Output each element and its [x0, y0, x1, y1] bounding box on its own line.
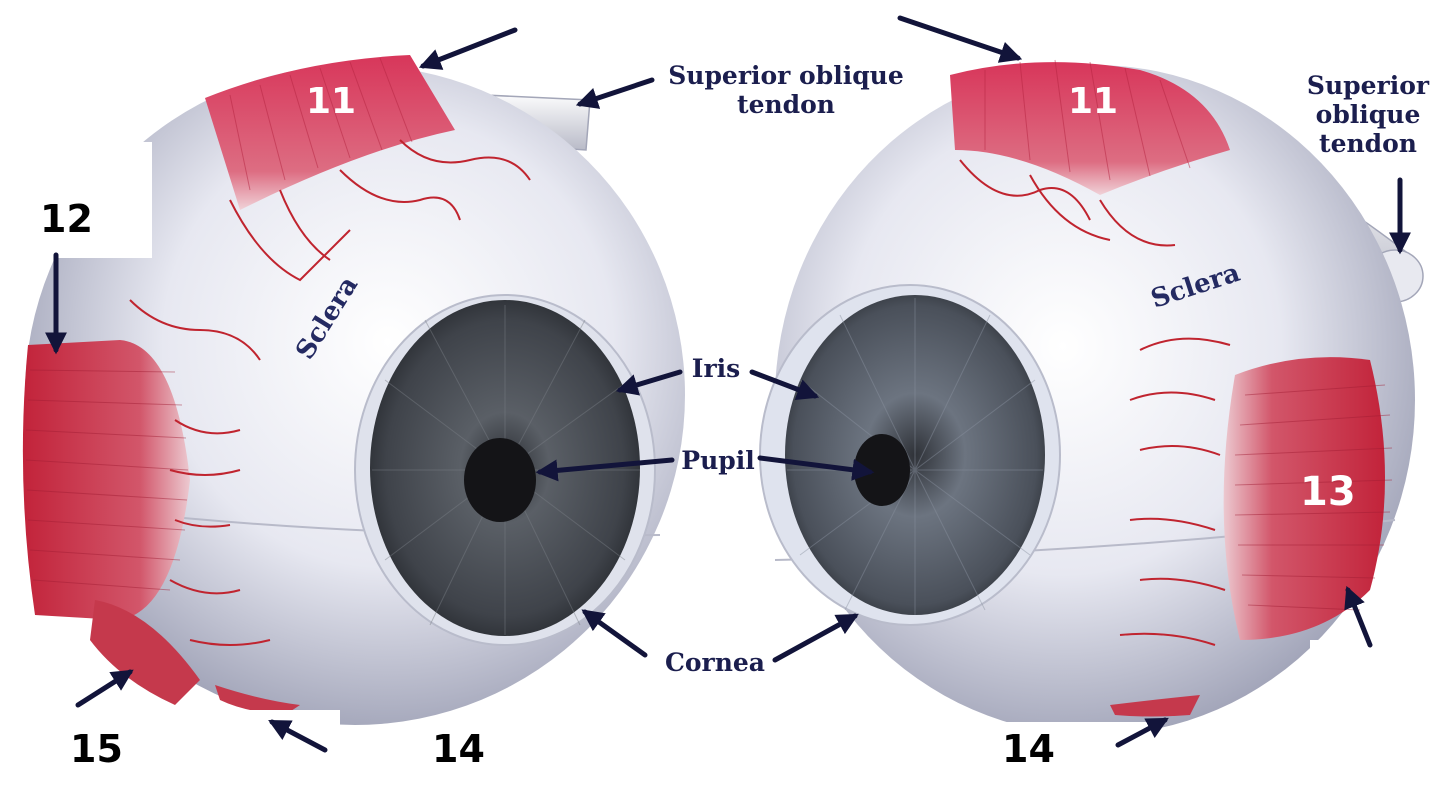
- number-12: 12: [40, 197, 93, 241]
- number-11-right: 11: [1068, 81, 1119, 122]
- left-inferior-rectus-muscle: [215, 685, 300, 715]
- superior-oblique-tendon-label-right: Superior oblique tendon: [1298, 71, 1438, 158]
- number-15: 15: [70, 727, 123, 771]
- bottom-right-box: [760, 722, 1160, 792]
- arrow-15: [75, 669, 134, 708]
- right-top-muscle-fibers: [984, 59, 1191, 181]
- iris-label: Iris: [691, 354, 741, 383]
- superior-oblique-tendon-right-line2: oblique: [1315, 99, 1421, 129]
- number-13: 13: [1300, 469, 1356, 515]
- left-eye: [22, 55, 685, 725]
- right-inferior-rectus-muscle: [1110, 695, 1200, 717]
- number-11-left: 11: [306, 81, 357, 122]
- cornea-label: Cornea: [664, 648, 766, 677]
- right-side-muscle-fibers: [1234, 384, 1393, 611]
- arrow-left-iris: [615, 369, 683, 396]
- number-14-right: 14: [1002, 727, 1055, 771]
- arrow-left-14: [268, 719, 328, 753]
- right-pupil-shape: [854, 434, 910, 506]
- left-vessels: [129, 139, 531, 646]
- arrow-right-iris: [749, 369, 820, 401]
- right-eye: [759, 59, 1424, 735]
- bottom-center-box: [350, 735, 690, 792]
- arrow-right-pupil: [757, 455, 875, 481]
- arrow-left-pupil: [535, 457, 675, 482]
- number-14-left: 14: [432, 727, 485, 771]
- left-inferior-oblique-muscle: [90, 600, 200, 705]
- arrow-left-tendon: [575, 77, 655, 109]
- arrow-13: [1344, 585, 1373, 648]
- left-top-muscle-fibers: [229, 57, 413, 191]
- pointer-arrows: [44, 15, 1412, 753]
- left-lateral-rectus-muscle: [22, 340, 191, 620]
- right-iris-shape: [785, 295, 1045, 615]
- left-side-muscle-fibers: [25, 369, 189, 591]
- arrow-right-cornea: [772, 613, 859, 663]
- right-lateral-rectus-muscle: [1223, 357, 1385, 640]
- left-pupil-shape: [464, 438, 536, 522]
- arrow-left-top-muscle: [418, 27, 518, 70]
- top-blank-box: [520, 0, 900, 34]
- superior-oblique-tendon-left-line2: tendon: [737, 89, 835, 119]
- superior-oblique-tendon-label-left: Superior oblique tendon: [656, 61, 916, 120]
- right-corner-box: [1310, 640, 1440, 792]
- superior-oblique-tendon-right-line1: Superior: [1306, 71, 1430, 100]
- right-superior-rectus-muscle: [950, 62, 1230, 195]
- arrow-right-14: [1115, 717, 1169, 748]
- right-vessels: [959, 159, 1231, 646]
- left-superior-rectus-muscle: [205, 55, 455, 210]
- superior-oblique-tendon-right-line3: tendon: [1319, 128, 1417, 158]
- pupil-label: Pupil: [681, 446, 755, 475]
- arrow-left-cornea: [581, 609, 648, 658]
- bottom-left-box: [0, 710, 340, 792]
- arrow-right-top-muscle: [897, 15, 1023, 63]
- superior-oblique-tendon-left-line1: Superior oblique: [668, 61, 904, 90]
- left-label-box: [0, 142, 152, 258]
